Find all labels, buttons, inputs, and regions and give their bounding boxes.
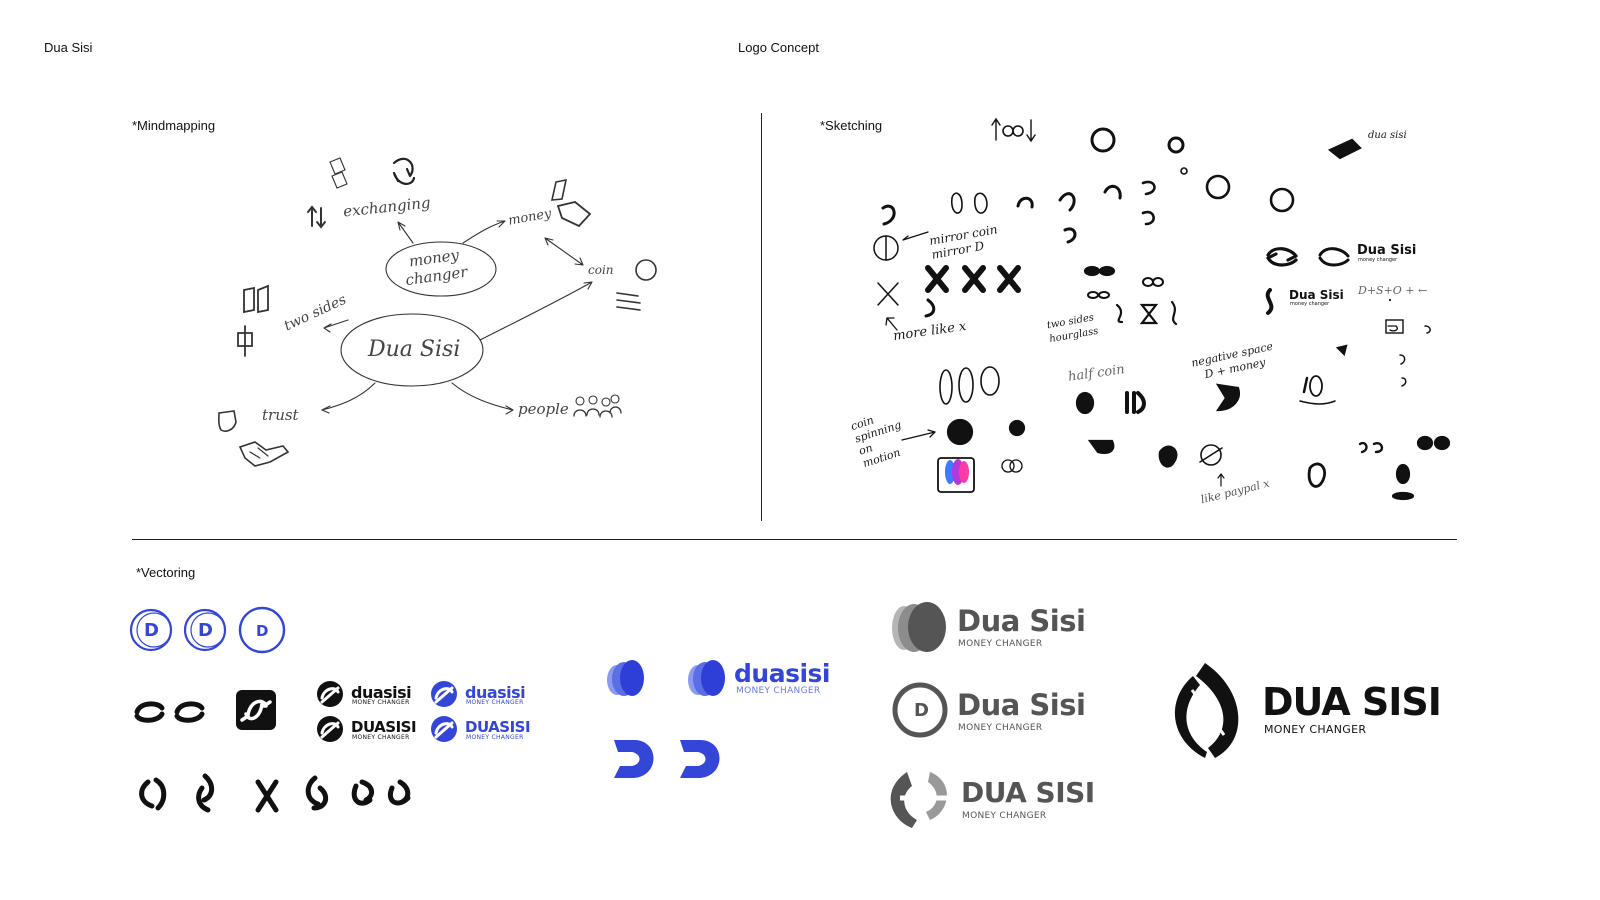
final-logo-2-name: Dua Sisi — [957, 688, 1086, 722]
label-trust: trust — [262, 406, 299, 424]
vertical-divider — [761, 113, 762, 521]
final-logo-2-sub: MONEY CHANGER — [958, 723, 1043, 733]
d-coin-letter-2: D — [198, 620, 213, 641]
final-logo-3-sub: MONEY CHANGER — [962, 811, 1047, 821]
wordmark-blue-lower-sub: MONEY CHANGER — [466, 699, 524, 706]
page-title: Logo Concept — [738, 40, 819, 55]
sketch-brand-2: Dua Sisi — [1289, 288, 1344, 302]
mindmap-drawing — [218, 157, 657, 467]
wordmark-black-upper: DUASISI — [351, 718, 417, 736]
mindmapping-label: *Mindmapping — [132, 118, 216, 133]
d-coin-letter-3: D — [256, 622, 269, 640]
wordmark-blue-upper: DUASISI — [465, 718, 531, 736]
final-logo-1-sub: MONEY CHANGER — [958, 639, 1043, 649]
label-coin: coin — [588, 263, 614, 277]
sketch-note-formula: D+S+O + ← — [1358, 284, 1428, 297]
sketch-brand-1-sub: money changer — [1358, 257, 1398, 263]
sketch-brand-2-sub: money changer — [1290, 301, 1330, 307]
final-big-sub: MONEY CHANGER — [1264, 723, 1367, 736]
wordmark-black-lower: duasisi — [351, 683, 412, 702]
wordmark-blue-lower: duasisi — [465, 683, 526, 702]
wordmark-duasisi-blue: duasisi — [734, 659, 830, 688]
mindmap-center: Dua Sisi — [368, 337, 461, 362]
d-coin-letter-1: D — [144, 620, 159, 641]
final-2-d-letter: D — [914, 700, 929, 721]
vectoring-label: *Vectoring — [136, 565, 196, 580]
brand-name: Dua Sisi — [44, 40, 93, 55]
label-people: people — [518, 400, 569, 418]
sketch-drawing — [873, 117, 1451, 501]
final-big-name: DUA SISI — [1262, 680, 1442, 724]
sketch-brand-tiny: dua sisi — [1368, 130, 1407, 141]
final-logo-1-name: Dua Sisi — [957, 604, 1086, 638]
wordmark-blue-upper-sub: MONEY CHANGER — [466, 734, 524, 741]
sketch-brand-1: Dua Sisi — [1357, 243, 1417, 258]
horizontal-divider — [132, 539, 1457, 540]
final-logo-3-name: DUA SISI — [961, 776, 1095, 809]
wordmark-black-lower-sub: MONEY CHANGER — [352, 699, 410, 706]
wordmark-duasisi-blue-sub: MONEY CHANGER — [736, 686, 821, 696]
sketching-label: *Sketching — [820, 118, 883, 133]
wordmark-black-upper-sub: MONEY CHANGER — [352, 734, 410, 741]
